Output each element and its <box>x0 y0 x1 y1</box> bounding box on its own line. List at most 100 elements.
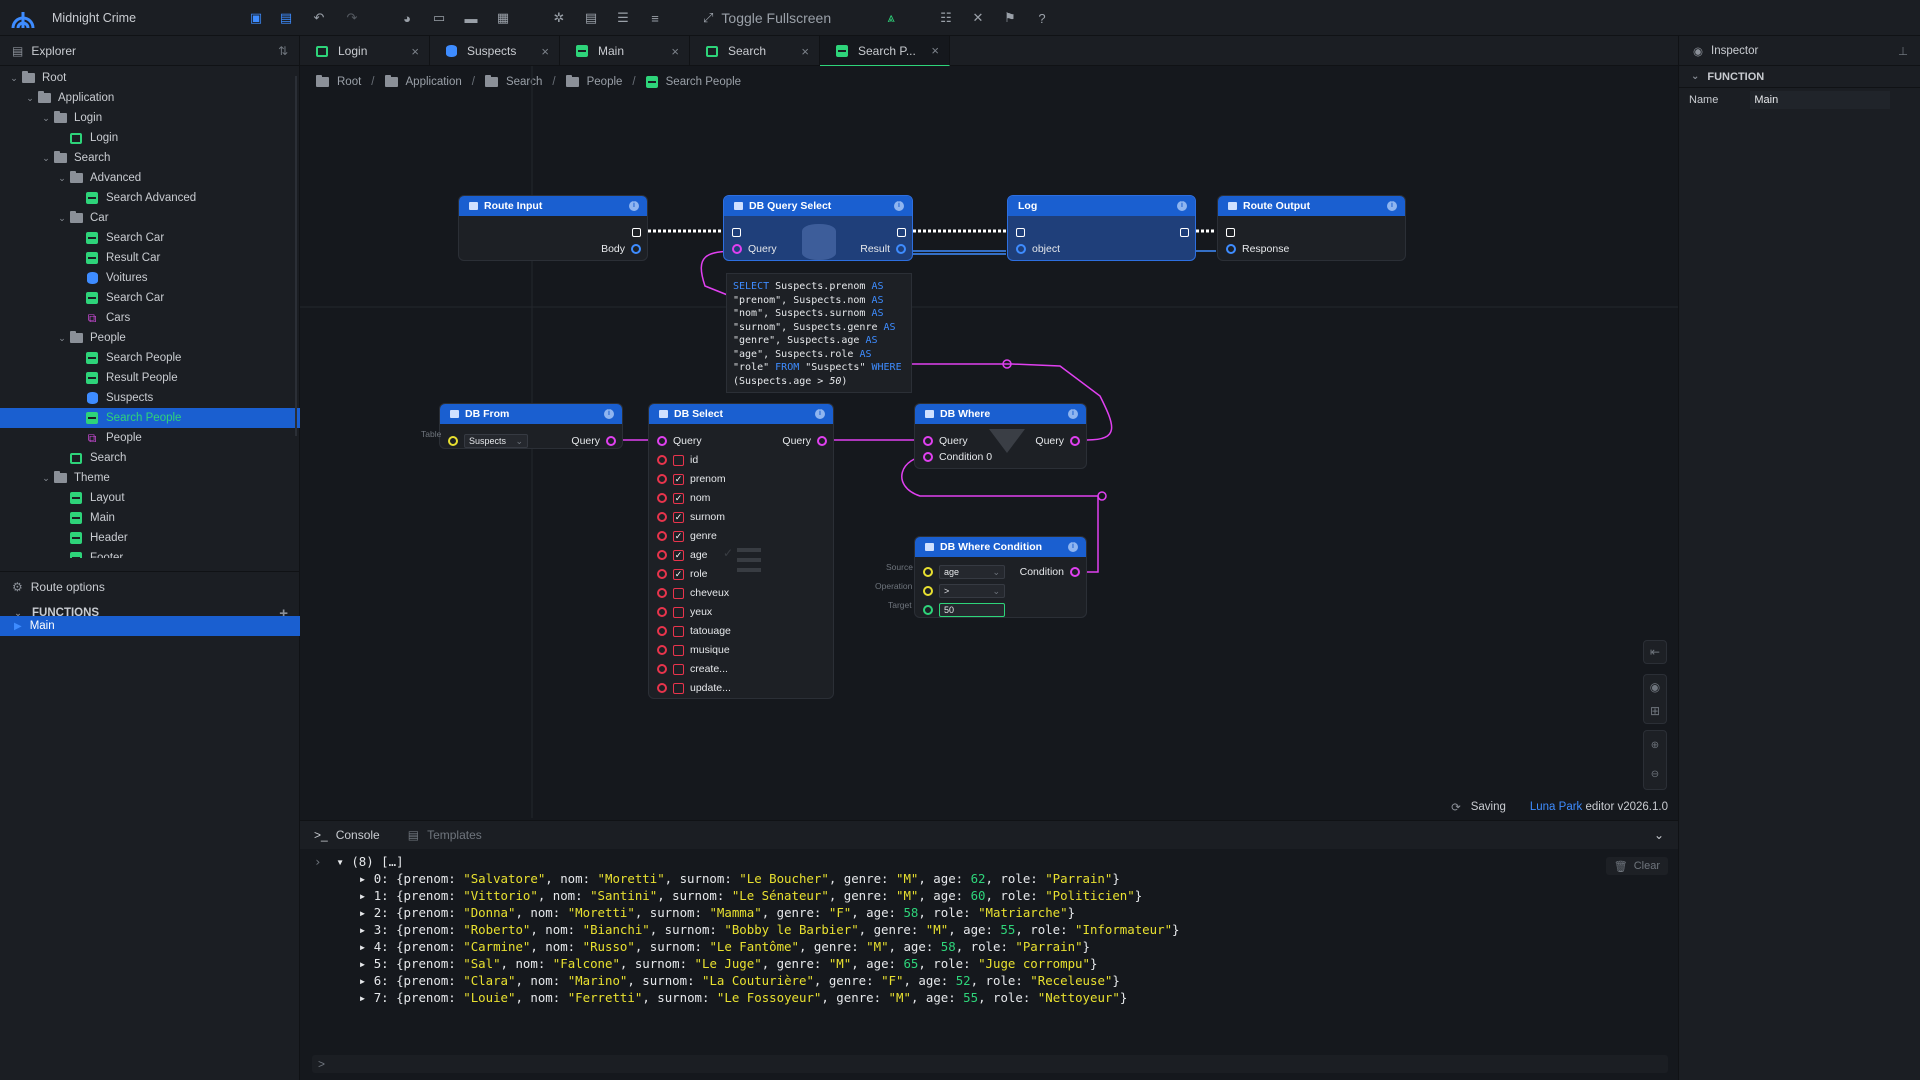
query-in-pin[interactable] <box>923 436 933 446</box>
tree-item[interactable]: Voitures <box>0 268 300 288</box>
tab-4[interactable]: Search P...× <box>820 36 950 66</box>
field-pin[interactable] <box>657 493 667 503</box>
tab-console[interactable]: >_Console <box>314 828 380 842</box>
tree-item[interactable]: Search People <box>0 408 300 428</box>
field-pin[interactable] <box>657 550 667 560</box>
result-out-pin[interactable] <box>896 244 906 254</box>
brand-link[interactable]: Luna Park <box>1529 801 1583 813</box>
chevron-down-icon[interactable]: ⌄ <box>1653 828 1664 842</box>
info-icon[interactable]: i <box>1068 542 1078 552</box>
tree-item[interactable]: Search Car <box>0 288 300 308</box>
add-function-icon[interactable]: + <box>279 604 288 622</box>
list-icon[interactable]: ☷ <box>940 10 952 25</box>
inspector-section-function[interactable]: ⌄ FUNCTION <box>1679 66 1920 88</box>
zoom-out-icon[interactable]: ⊖ <box>1650 769 1660 780</box>
name-field[interactable]: Main <box>1750 91 1891 109</box>
field-checkbox[interactable]: ✓ <box>673 549 684 561</box>
console-summary-row[interactable]: › ▾ (8) […] <box>314 853 1180 870</box>
exec-out-pin[interactable] <box>632 227 641 237</box>
info-icon[interactable]: i <box>1387 201 1397 211</box>
window-icon[interactable]: ▬ <box>464 10 478 26</box>
field-checkbox[interactable] <box>673 663 684 675</box>
breadcrumb-item[interactable]: Application <box>384 75 462 88</box>
field-pin[interactable] <box>657 683 667 693</box>
redo-icon[interactable]: ↷ <box>346 10 358 25</box>
field-checkbox[interactable]: ✓ <box>673 511 684 523</box>
monitor-icon[interactable]: ▭ <box>432 10 446 25</box>
source-in-pin[interactable] <box>923 567 933 577</box>
field-pin[interactable] <box>657 588 667 598</box>
save-all-icon[interactable]: ▤ <box>279 10 293 25</box>
tree-scrollbar[interactable] <box>295 76 297 436</box>
field-checkbox[interactable] <box>673 454 684 466</box>
object-in-pin[interactable] <box>1016 244 1026 254</box>
condition-in-pin[interactable] <box>923 452 933 462</box>
exec-out-pin[interactable] <box>897 227 906 237</box>
tree-item[interactable]: Login <box>0 128 300 148</box>
console-row[interactable]: ▸ 1: {prenom: "Vittorio", nom: "Santini"… <box>358 888 1143 903</box>
console-row[interactable]: ▸ 2: {prenom: "Donna", nom: "Moretti", s… <box>358 905 1076 920</box>
target-input[interactable]: 50 <box>939 603 1005 617</box>
tree-item[interactable]: Main <box>0 508 300 528</box>
tree-item[interactable]: Search Car <box>0 228 300 248</box>
tree-item[interactable]: ⌄Car <box>0 208 300 228</box>
field-pin[interactable] <box>657 455 667 465</box>
field-pin[interactable] <box>657 645 667 655</box>
sort-icon[interactable]: ⇅ <box>277 43 288 58</box>
tree-item[interactable]: ⌄Search <box>0 148 300 168</box>
tree-item[interactable]: Result People <box>0 368 300 388</box>
query-in-pin[interactable] <box>657 436 667 446</box>
info-icon[interactable]: i <box>629 201 639 211</box>
palette-icon[interactable]: ◕ <box>403 10 411 26</box>
field-pin[interactable] <box>657 474 667 484</box>
breadcrumb-item[interactable]: Search <box>484 75 542 88</box>
tree-item[interactable]: Layout <box>0 488 300 508</box>
field-checkbox[interactable]: ✓ <box>673 492 684 504</box>
tree-item[interactable]: Search <box>0 448 300 468</box>
close-icon[interactable]: × <box>411 43 419 59</box>
source-select[interactable]: age⌄ <box>939 565 1005 579</box>
console-row[interactable]: ▸ 5: {prenom: "Sal", nom: "Falcone", sur… <box>358 956 1098 971</box>
info-icon[interactable]: i <box>1177 201 1187 211</box>
chevron-down-icon[interactable]: ⌄ <box>58 172 66 183</box>
tree-item[interactable]: Header <box>0 528 300 548</box>
field-pin[interactable] <box>657 531 667 541</box>
help-icon[interactable]: ? <box>1038 10 1046 26</box>
query-out-pin[interactable] <box>817 436 827 446</box>
console-input[interactable]: > <box>312 1055 1668 1073</box>
breadcrumb-item[interactable]: People <box>565 75 622 88</box>
tree-item[interactable]: Suspects <box>0 388 300 408</box>
chevron-down-icon[interactable]: ⌄ <box>42 152 50 163</box>
close-icon[interactable]: × <box>541 43 549 59</box>
info-icon[interactable]: i <box>604 409 614 419</box>
condition-out-pin[interactable] <box>1070 567 1080 577</box>
field-checkbox[interactable] <box>673 682 684 694</box>
tree-item[interactable]: Footer <box>0 548 300 558</box>
gear-icon[interactable]: ✲ <box>553 10 565 25</box>
chevron-down-icon[interactable]: ▾ <box>336 854 344 869</box>
tab-0[interactable]: Login× <box>300 36 430 66</box>
tree-item[interactable]: ⧉People <box>0 428 300 448</box>
info-icon[interactable]: i <box>1068 409 1078 419</box>
zoom-in-icon[interactable]: ⊕ <box>1650 740 1660 751</box>
query-in-pin[interactable] <box>732 244 742 254</box>
tab-templates[interactable]: ▤Templates <box>408 828 482 842</box>
field-checkbox[interactable]: ✓ <box>673 473 684 485</box>
breadcrumb-item[interactable]: Root <box>316 75 361 88</box>
field-checkbox[interactable] <box>673 587 684 599</box>
chevron-down-icon[interactable]: ⌄ <box>42 472 50 483</box>
pin-icon[interactable]: ⊥ <box>1897 45 1908 58</box>
chevron-down-icon[interactable]: ⌄ <box>58 332 66 343</box>
info-icon[interactable]: i <box>815 409 825 419</box>
toggle-fullscreen-button[interactable]: ⤢ Toggle Fullscreen <box>703 8 831 28</box>
tab-2[interactable]: Main× <box>560 36 690 66</box>
close-icon[interactable]: × <box>931 43 939 58</box>
function-item-main[interactable]: ▶ Main <box>0 616 300 636</box>
response-in-pin[interactable] <box>1226 244 1236 254</box>
hierarchy-icon[interactable]: ⊞ <box>1649 704 1661 718</box>
console-row[interactable]: ▸ 0: {prenom: "Salvatore", nom: "Moretti… <box>358 871 1120 886</box>
field-checkbox[interactable]: ✓ <box>673 568 684 580</box>
field-checkbox[interactable] <box>673 644 684 656</box>
